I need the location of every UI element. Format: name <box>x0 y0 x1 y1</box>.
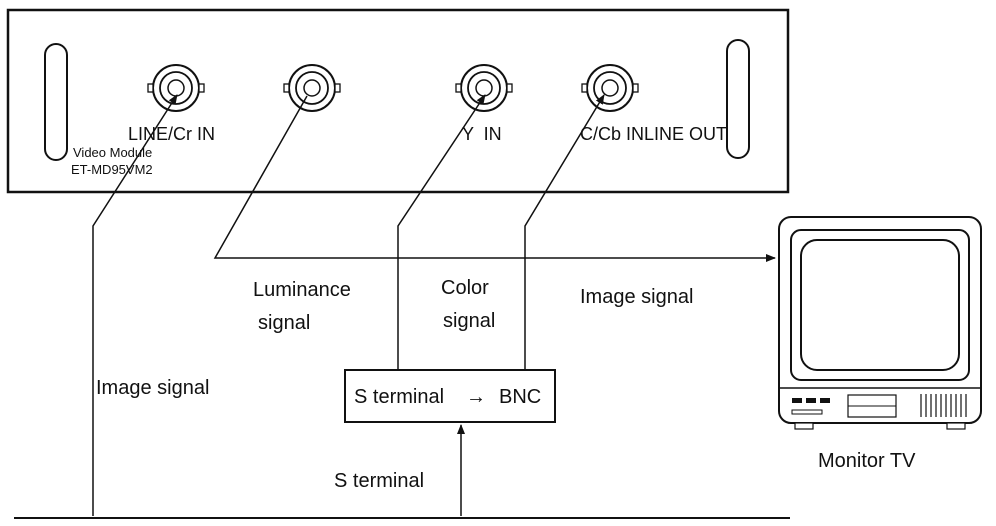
monitor-tv-label: Monitor TV <box>818 450 916 472</box>
module-name: Video Module <box>73 145 152 160</box>
converter-label-right: BNC <box>499 386 541 408</box>
monitor-speaker-grille <box>920 394 967 417</box>
port-label-line-cr-in: LINE/Cr IN <box>128 124 215 144</box>
bnc-connector-unlabeled <box>283 64 341 112</box>
cable-image-signal-out <box>213 95 776 262</box>
monitor-controls <box>791 394 897 418</box>
s-terminal-label: S terminal <box>334 470 424 492</box>
color-signal-label-line1: Color <box>441 277 489 299</box>
port-label-c-cb-inline-out: C/Cb INLINE OUT <box>580 124 727 144</box>
module-model: ET-MD95VM2 <box>71 162 153 177</box>
converter-label-left: S terminal <box>354 386 444 408</box>
image-signal-label-left: Image signal <box>96 377 209 399</box>
video-module-panel: LINE/Cr IN Y IN C/Cb INLINE OUT Video Mo… <box>6 8 790 194</box>
luminance-signal-label-line1: Luminance <box>253 279 351 301</box>
converter-arrow: → <box>466 386 486 408</box>
cable-color-signal <box>524 94 605 370</box>
cable-luminance-signal <box>397 94 486 370</box>
cable-image-signal-in <box>92 94 178 516</box>
right-mounting-slot <box>726 39 750 159</box>
monitor-tv: Monitor TV <box>778 216 982 472</box>
luminance-signal-label-line2: signal <box>258 312 310 334</box>
color-signal-label-line2: signal <box>443 310 495 332</box>
monitor-foot-left <box>794 422 814 430</box>
cables <box>14 94 790 519</box>
image-signal-label-right: Image signal <box>580 286 693 308</box>
monitor-screen <box>800 239 960 371</box>
monitor-foot-right <box>946 422 966 430</box>
s-terminal-to-bnc-converter: S terminal → BNC <box>344 369 556 423</box>
left-mounting-slot <box>44 43 68 161</box>
port-label-y-in: Y IN <box>462 124 502 144</box>
